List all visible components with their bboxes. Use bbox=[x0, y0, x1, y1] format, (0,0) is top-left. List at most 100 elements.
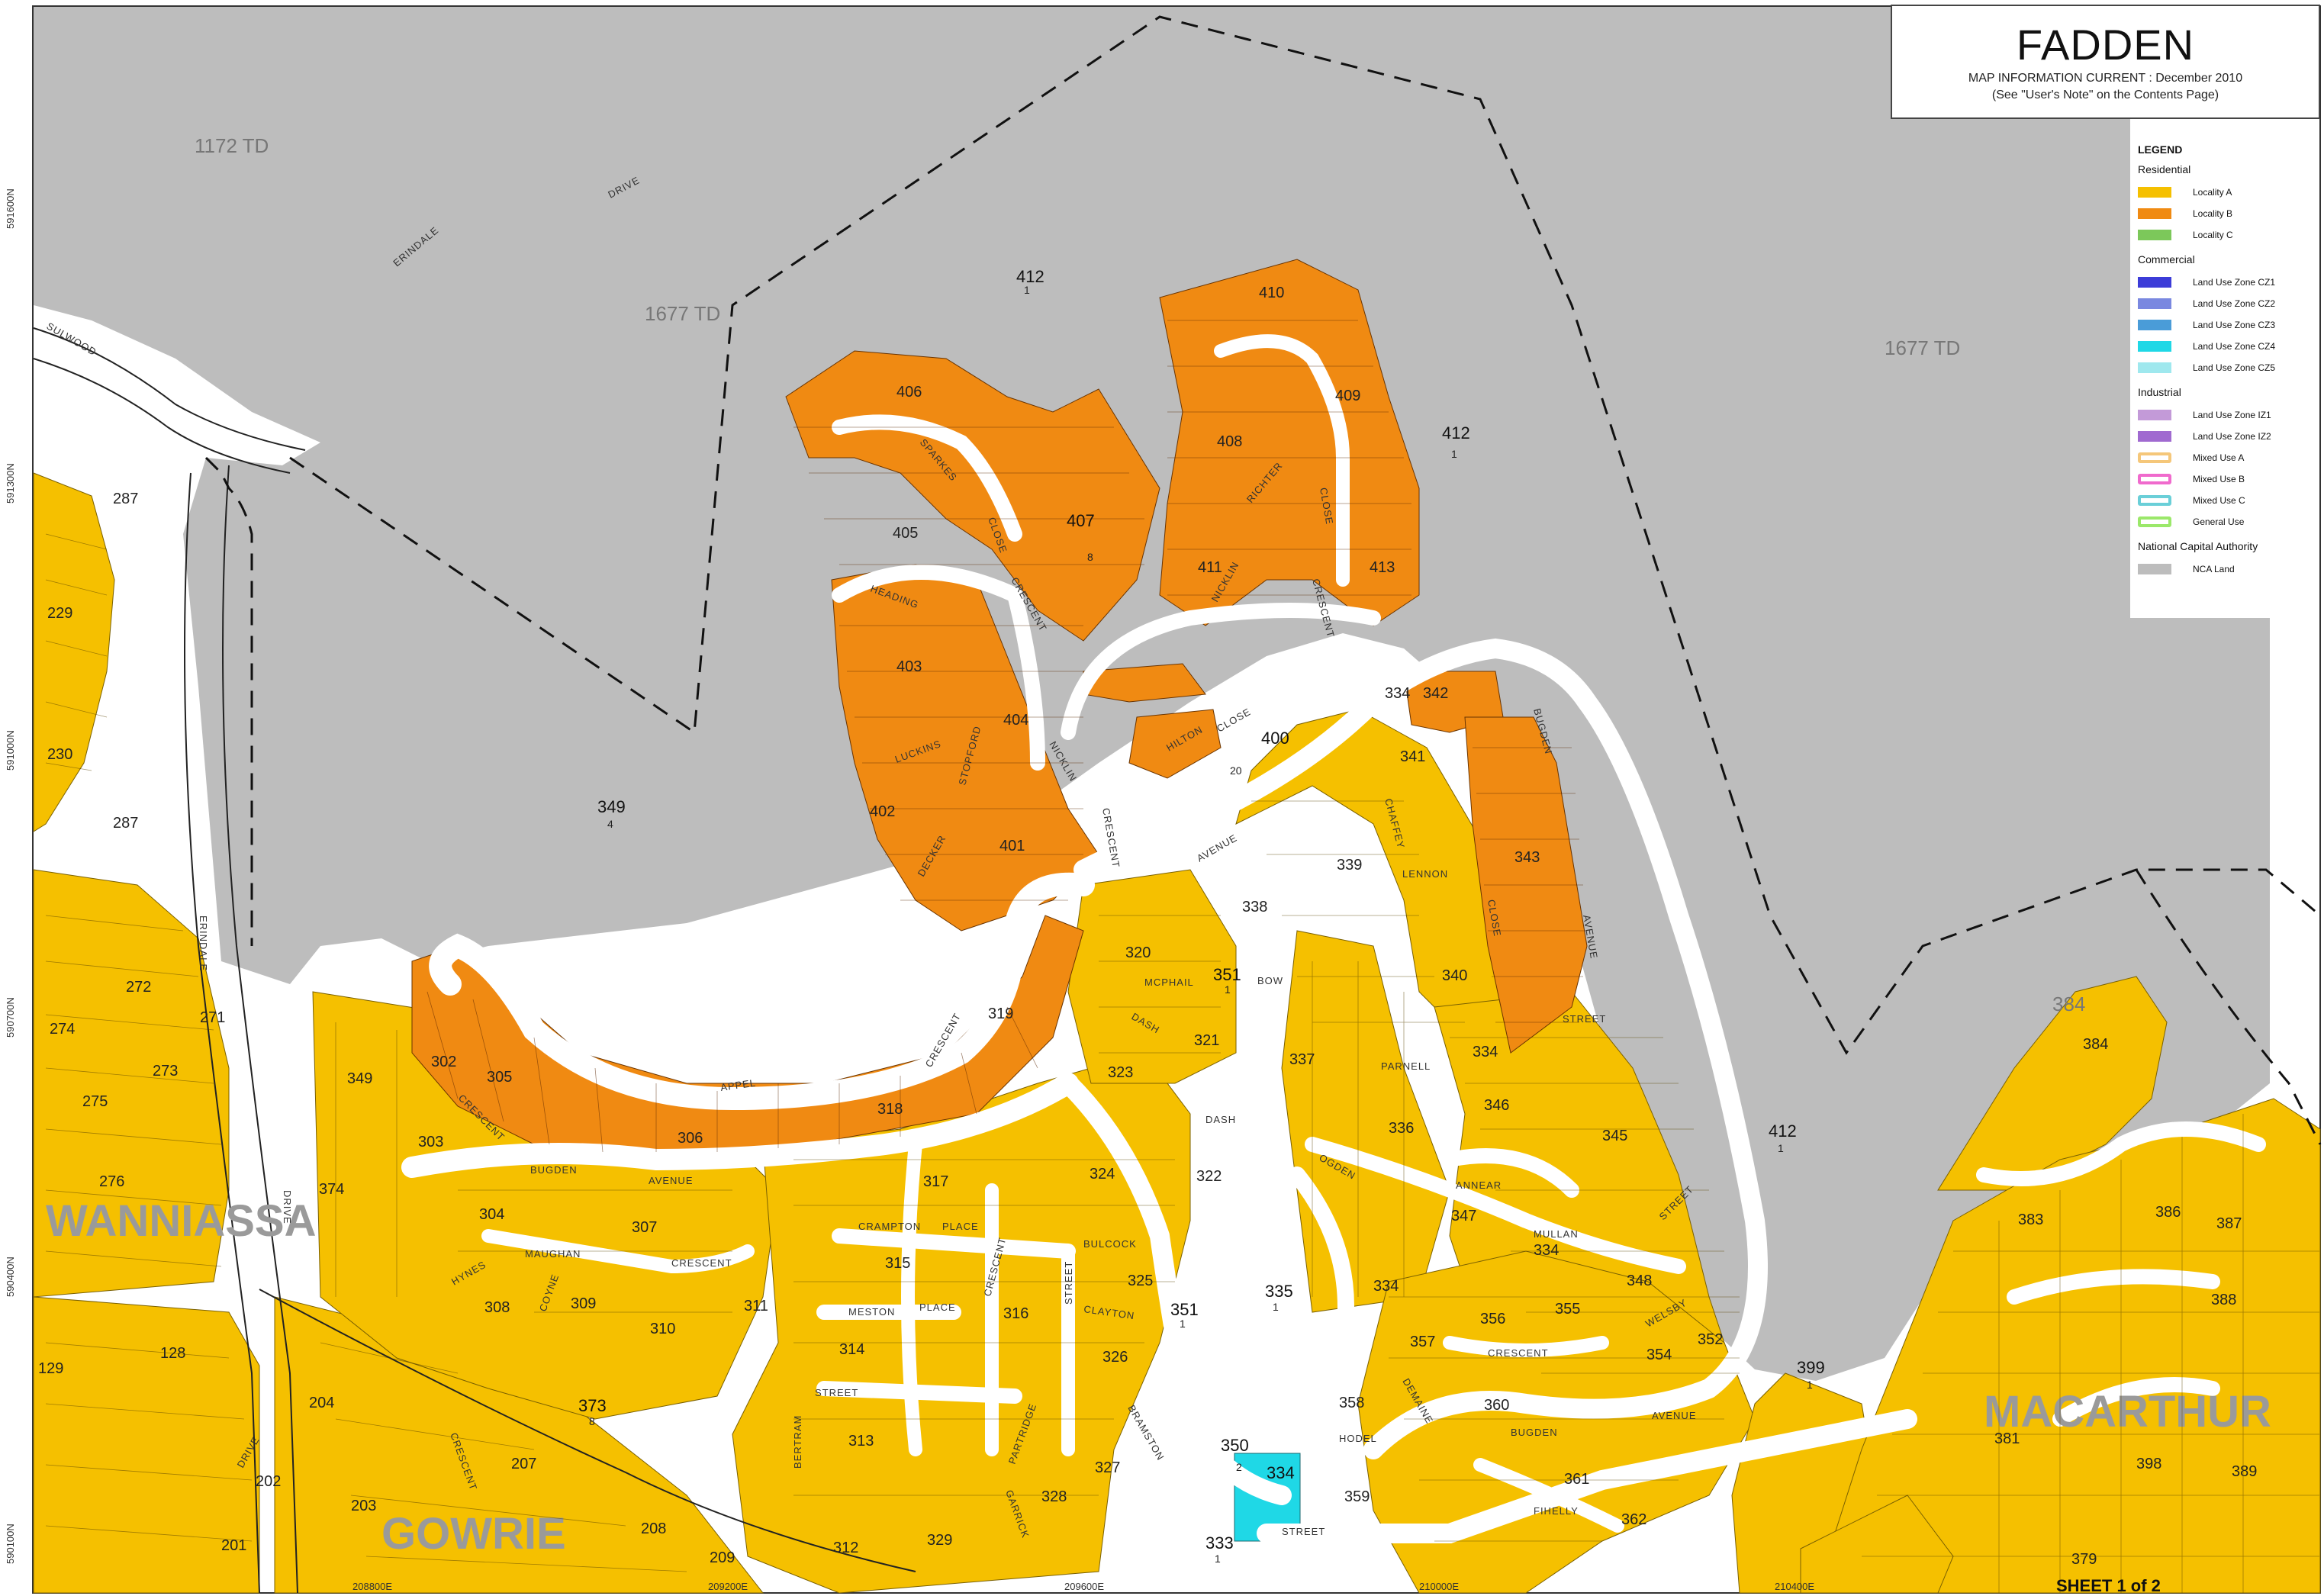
svg-text:MCPHAIL: MCPHAIL bbox=[1144, 977, 1194, 988]
svg-text:PARNELL: PARNELL bbox=[1381, 1060, 1431, 1072]
svg-text:412: 412 bbox=[1016, 267, 1045, 286]
legend-swatch bbox=[2138, 564, 2171, 574]
svg-text:2: 2 bbox=[1236, 1461, 1242, 1473]
svg-text:CRAMPTON: CRAMPTON bbox=[858, 1221, 921, 1232]
svg-text:MULLAN: MULLAN bbox=[1534, 1228, 1579, 1240]
svg-text:402: 402 bbox=[870, 803, 895, 820]
svg-text:DASH: DASH bbox=[1205, 1114, 1236, 1125]
svg-text:8: 8 bbox=[1087, 551, 1093, 563]
svg-text:201: 201 bbox=[221, 1537, 246, 1554]
svg-text:320: 320 bbox=[1125, 944, 1151, 961]
svg-text:LENNON: LENNON bbox=[1402, 868, 1448, 880]
map-title: FADDEN bbox=[2016, 21, 2195, 69]
legend-item: Locality B bbox=[2138, 203, 2279, 224]
svg-text:318: 318 bbox=[877, 1101, 903, 1118]
svg-text:BUGDEN: BUGDEN bbox=[1511, 1427, 1558, 1438]
legend-label: Mixed Use B bbox=[2193, 474, 2245, 484]
svg-text:HODEL: HODEL bbox=[1339, 1433, 1377, 1444]
svg-text:1: 1 bbox=[1807, 1379, 1813, 1391]
svg-text:362: 362 bbox=[1621, 1511, 1646, 1528]
svg-text:4: 4 bbox=[607, 818, 613, 830]
map-subtitle-line-2: (See "User's Note" on the Contents Page) bbox=[1991, 88, 2219, 101]
svg-text:203: 203 bbox=[351, 1498, 376, 1514]
svg-text:350: 350 bbox=[1221, 1436, 1249, 1455]
svg-text:1: 1 bbox=[1451, 448, 1457, 460]
svg-text:383: 383 bbox=[2018, 1211, 2043, 1228]
svg-text:334: 334 bbox=[1473, 1044, 1498, 1060]
legend-item: Land Use Zone IZ1 bbox=[2138, 404, 2279, 426]
svg-text:354: 354 bbox=[1646, 1347, 1672, 1363]
svg-text:324: 324 bbox=[1090, 1166, 1115, 1183]
y-coordinate-label: 590700N bbox=[5, 997, 16, 1038]
legend-label: NCA Land bbox=[2193, 564, 2235, 574]
svg-text:307: 307 bbox=[632, 1219, 657, 1236]
svg-text:387: 387 bbox=[2216, 1215, 2242, 1232]
svg-text:386: 386 bbox=[2155, 1204, 2181, 1221]
svg-text:1: 1 bbox=[1024, 284, 1030, 296]
svg-text:399: 399 bbox=[1797, 1358, 1825, 1377]
svg-text:337: 337 bbox=[1289, 1051, 1315, 1068]
legend-swatch bbox=[2138, 362, 2171, 373]
svg-text:359: 359 bbox=[1344, 1488, 1370, 1505]
svg-text:411: 411 bbox=[1198, 559, 1222, 576]
legend-swatch bbox=[2138, 298, 2171, 309]
svg-text:406: 406 bbox=[896, 384, 922, 401]
svg-text:204: 204 bbox=[309, 1395, 334, 1411]
svg-text:403: 403 bbox=[896, 658, 922, 675]
svg-text:306: 306 bbox=[678, 1130, 703, 1147]
legend-label: Locality A bbox=[2193, 187, 2232, 198]
svg-text:410: 410 bbox=[1259, 285, 1284, 301]
svg-text:384: 384 bbox=[2083, 1036, 2108, 1053]
legend-group-residential: Residential bbox=[2138, 163, 2191, 175]
svg-text:20: 20 bbox=[1230, 764, 1242, 777]
svg-text:311: 311 bbox=[744, 1298, 768, 1314]
svg-text:316: 316 bbox=[1003, 1305, 1028, 1322]
svg-text:347: 347 bbox=[1451, 1208, 1476, 1224]
svg-text:342: 342 bbox=[1423, 685, 1448, 702]
legend-group-industrial: Industrial bbox=[2138, 386, 2181, 398]
svg-text:340: 340 bbox=[1442, 967, 1467, 984]
svg-text:405: 405 bbox=[893, 525, 918, 542]
map-legend: LEGEND Residential Locality A Locality B… bbox=[2130, 137, 2287, 618]
sheet-label: SHEET 1 of 2 bbox=[2056, 1576, 2161, 1595]
road-network bbox=[401, 334, 2266, 1549]
suburb-macarthur: MACARTHUR bbox=[1984, 1387, 2271, 1437]
svg-text:401: 401 bbox=[999, 838, 1025, 854]
svg-text:STREET: STREET bbox=[815, 1387, 858, 1398]
svg-text:351: 351 bbox=[1213, 965, 1241, 984]
svg-text:208: 208 bbox=[641, 1520, 666, 1537]
svg-text:329: 329 bbox=[927, 1532, 952, 1549]
svg-text:334: 334 bbox=[1373, 1278, 1399, 1295]
svg-text:358: 358 bbox=[1339, 1395, 1364, 1411]
legend-label: Mixed Use C bbox=[2193, 495, 2245, 506]
svg-text:AVENUE: AVENUE bbox=[649, 1175, 694, 1186]
svg-text:305: 305 bbox=[487, 1069, 512, 1086]
svg-text:412: 412 bbox=[1769, 1121, 1797, 1141]
legend-swatch bbox=[2138, 516, 2171, 527]
svg-text:314: 314 bbox=[839, 1341, 864, 1358]
svg-text:BUGDEN: BUGDEN bbox=[530, 1164, 578, 1176]
map-title-box: FADDEN MAP INFORMATION CURRENT : Decembe… bbox=[1891, 5, 2320, 119]
nca-label-384: 384 bbox=[2052, 993, 2085, 1015]
svg-text:327: 327 bbox=[1095, 1459, 1120, 1476]
legend-item: NCA Land bbox=[2138, 558, 2279, 580]
legend-swatch bbox=[2138, 341, 2171, 352]
svg-text:309: 309 bbox=[571, 1295, 596, 1312]
legend-swatch bbox=[2138, 208, 2171, 219]
svg-text:360: 360 bbox=[1484, 1397, 1509, 1414]
x-coordinate-label: 209200E bbox=[708, 1581, 748, 1592]
legend-item: Locality C bbox=[2138, 224, 2279, 246]
svg-text:355: 355 bbox=[1555, 1301, 1580, 1318]
legend-swatch bbox=[2138, 320, 2171, 330]
legend-label: General Use bbox=[2193, 516, 2245, 527]
svg-text:334: 334 bbox=[1385, 685, 1410, 702]
svg-text:361: 361 bbox=[1564, 1471, 1589, 1488]
svg-text:1: 1 bbox=[1215, 1553, 1221, 1565]
legend-label: Land Use Zone CZ2 bbox=[2193, 298, 2276, 309]
svg-text:APPEL: APPEL bbox=[719, 1077, 757, 1093]
svg-text:373: 373 bbox=[578, 1396, 607, 1415]
legend-label: Locality B bbox=[2193, 208, 2233, 219]
svg-text:413: 413 bbox=[1370, 559, 1395, 576]
svg-text:275: 275 bbox=[82, 1093, 108, 1110]
